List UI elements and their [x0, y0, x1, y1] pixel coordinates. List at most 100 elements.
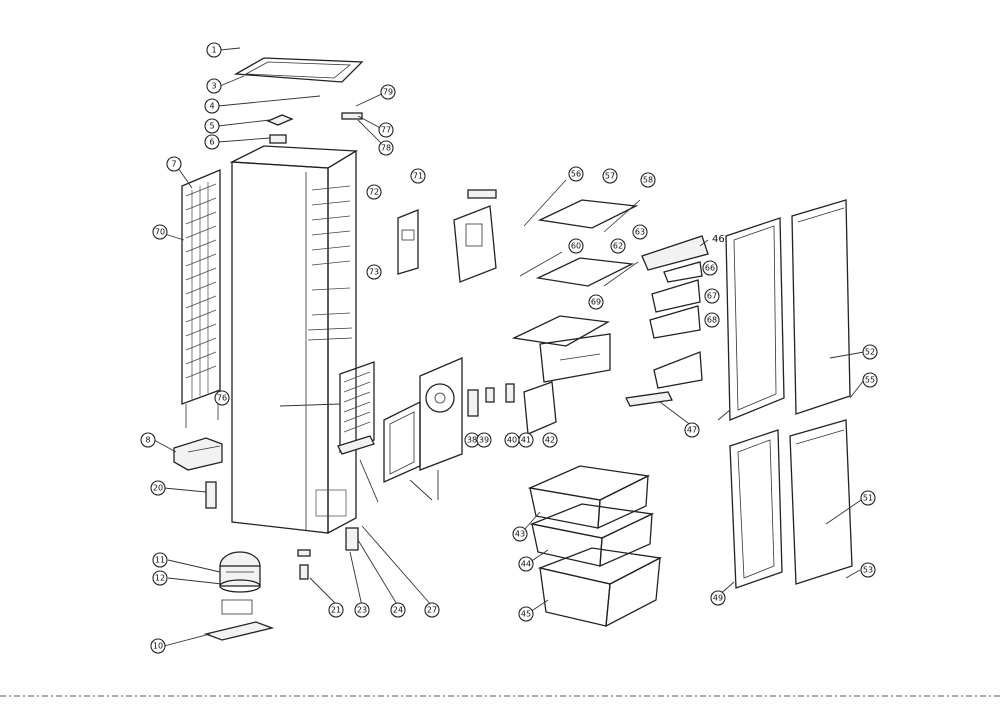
callout-53: 53 [860, 562, 876, 578]
leader-lines [153, 47, 865, 647]
callout-24: 24 [390, 602, 406, 618]
svg-text:44: 44 [521, 560, 531, 569]
svg-text:38: 38 [467, 436, 477, 445]
svg-text:67: 67 [707, 292, 717, 301]
svg-text:45: 45 [521, 610, 531, 619]
callout-51: 51 [860, 490, 876, 506]
svg-text:60: 60 [571, 242, 581, 251]
callout-52: 52 [862, 344, 878, 360]
callout-73: 73 [366, 264, 382, 280]
callout-45: 45 [518, 606, 534, 622]
svg-text:12: 12 [155, 574, 165, 583]
glass-shelf-1 [523, 179, 641, 233]
callout-42: 42 [542, 432, 558, 448]
svg-text:55: 55 [865, 376, 875, 385]
callout-27: 27 [424, 602, 440, 618]
callout-62: 62 [610, 238, 626, 254]
control-box [453, 189, 497, 283]
hinge-top [266, 112, 363, 144]
callout-38: 38 [464, 432, 480, 448]
callout-5: 5 [204, 118, 220, 134]
drain-tray [337, 435, 375, 455]
svg-text:23: 23 [357, 606, 367, 615]
svg-text:68: 68 [707, 316, 717, 325]
callout-44: 44 [518, 556, 534, 572]
freezer-drawer-3 [537, 547, 663, 628]
callout-47: 47 [684, 422, 700, 438]
callout-49: 49 [710, 590, 726, 606]
evaporator [339, 361, 375, 453]
light-switch-panel [397, 209, 419, 275]
callout-58: 58 [640, 172, 656, 188]
callout-3: 3 [206, 78, 222, 94]
callout-68: 68 [704, 312, 720, 328]
small-fittings [297, 527, 359, 580]
svg-text:41: 41 [521, 436, 531, 445]
svg-text:4: 4 [209, 102, 214, 111]
callout-79: 79 [380, 84, 396, 100]
callout-7: 7 [166, 156, 182, 172]
svg-text:20: 20 [153, 484, 163, 493]
callout-11: 11 [152, 552, 168, 568]
svg-text:57: 57 [605, 172, 615, 181]
svg-text:10: 10 [153, 642, 163, 651]
callout-67: 67 [704, 288, 720, 304]
drain-pan [173, 437, 223, 471]
svg-text:56: 56 [571, 170, 581, 179]
callout-57: 57 [602, 168, 618, 184]
callout-41: 41 [518, 432, 534, 448]
svg-text:79: 79 [383, 88, 393, 97]
svg-text:39: 39 [479, 436, 489, 445]
callout-1: 1 [206, 42, 222, 58]
callout-66: 66 [702, 260, 718, 276]
callout-4: 4 [204, 98, 220, 114]
support-bracket [205, 481, 217, 509]
svg-text:7: 7 [171, 160, 176, 169]
svg-text:72: 72 [369, 188, 379, 197]
svg-text:43: 43 [515, 530, 525, 539]
egg-tray-bar [641, 235, 709, 271]
svg-text:49: 49 [713, 594, 723, 603]
damper-parts [467, 381, 557, 435]
callout-10: 10 [150, 638, 166, 654]
callout-78: 78 [378, 140, 394, 156]
callout-20: 20 [150, 480, 166, 496]
freezer-door-gasket [729, 429, 783, 589]
svg-text:21: 21 [331, 606, 341, 615]
callout-8: 8 [140, 432, 156, 448]
svg-text:11: 11 [155, 556, 165, 565]
callout-6: 6 [204, 134, 220, 150]
svg-text:76: 76 [217, 394, 227, 403]
label-46: 46 [712, 234, 725, 245]
glass-shelf-2 [519, 251, 639, 287]
callout-56: 56 [568, 166, 584, 182]
fridge-door-gasket [725, 217, 785, 421]
svg-text:71: 71 [413, 172, 423, 181]
freezer-door [789, 419, 853, 585]
callout-72: 72 [366, 184, 382, 200]
callout-69: 69 [588, 294, 604, 310]
fridge-door [791, 199, 851, 415]
svg-text:53: 53 [863, 566, 873, 575]
compressor [219, 551, 261, 593]
svg-text:77: 77 [381, 126, 391, 135]
callout-55: 55 [862, 372, 878, 388]
svg-text:6: 6 [209, 138, 214, 147]
svg-text:51: 51 [863, 494, 873, 503]
callout-63: 63 [632, 224, 648, 240]
callout-60: 60 [568, 238, 584, 254]
svg-text:1: 1 [211, 46, 216, 55]
crisper-shelf-and-box [511, 315, 611, 383]
svg-text:5: 5 [209, 122, 214, 131]
svg-text:3: 3 [211, 82, 216, 91]
svg-text:52: 52 [865, 348, 875, 357]
callout-71: 71 [410, 168, 426, 184]
callout-40: 40 [504, 432, 520, 448]
svg-text:58: 58 [643, 176, 653, 185]
top-cover [233, 57, 364, 83]
base-plate [203, 599, 275, 641]
svg-text:47: 47 [687, 426, 697, 435]
freezer-drawer-2 [529, 503, 655, 568]
svg-text:70: 70 [155, 228, 165, 237]
